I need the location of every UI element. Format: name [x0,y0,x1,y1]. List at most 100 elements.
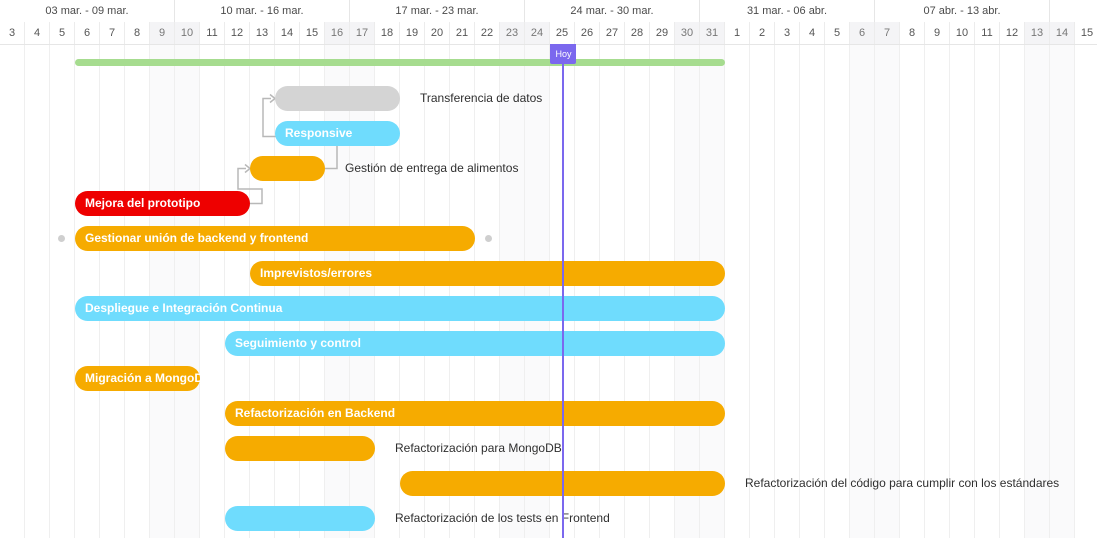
day-label: 18 [375,22,400,44]
grid-column [800,44,825,538]
day-label: 3 [0,22,25,44]
task-label[interactable]: Migración a MongoDB [85,371,212,385]
grid-column [325,44,350,538]
task-label[interactable]: Imprevistos/errores [260,266,373,280]
day-label: 16 [325,22,350,44]
grid-column [125,44,150,538]
grid-column [175,44,200,538]
grid-column [350,44,375,538]
task-bar[interactable]: Gestionar unión de backend y frontend [75,226,475,251]
grid-column [450,44,475,538]
week-label: 07 abr. - 13 abr. [875,0,1050,22]
grid-column [375,44,400,538]
grid-column [100,44,125,538]
task-label: Gestión de entrega de alimentos [345,161,519,175]
task-bar[interactable] [225,506,375,531]
task-label: Refactorización de los tests en Frontend [395,511,610,525]
day-label: 17 [350,22,375,44]
week-label: 17 mar. - 23 mar. [350,0,525,22]
grid-column [25,44,50,538]
today-badge[interactable]: Hoy [549,44,576,64]
task-label[interactable]: Despliegue e Integración Continua [85,301,283,315]
day-label: 8 [125,22,150,44]
day-label: 2 [750,22,775,44]
grid-column [300,44,325,538]
day-label: 6 [850,22,875,44]
day-label: 1 [725,22,750,44]
grid-column [0,44,25,538]
grid-column [600,44,625,538]
task-bar[interactable]: Imprevistos/errores [250,261,725,286]
task-end-handle[interactable] [485,235,492,242]
task-bar[interactable]: Mejora del prototipo [75,191,250,216]
grid-column [875,44,900,538]
task-label[interactable]: Mejora del prototipo [85,196,201,210]
day-label: 6 [75,22,100,44]
day-label: 22 [475,22,500,44]
grid-column [550,44,575,538]
grid-column [425,44,450,538]
grid-column [75,44,100,538]
grid-column [825,44,850,538]
task-label[interactable]: Responsive [285,126,353,140]
grid-column [475,44,500,538]
week-header-row: 03 mar. - 09 mar.10 mar. - 16 mar.17 mar… [0,0,1097,23]
grid-column [675,44,700,538]
day-label: 31 [700,22,725,44]
grid-column [850,44,875,538]
grid-column [400,44,425,538]
project-span-bar[interactable] [75,59,725,66]
grid-column [1050,44,1075,538]
day-label: 9 [150,22,175,44]
task-start-handle[interactable] [58,235,65,242]
day-label: 5 [50,22,75,44]
day-label: 13 [250,22,275,44]
task-bar[interactable]: Seguimiento y control [225,331,725,356]
task-bar[interactable] [250,156,325,181]
day-label: 11 [200,22,225,44]
day-label: 3 [775,22,800,44]
task-bar[interactable]: Refactorización en Backend [225,401,725,426]
day-label: 14 [1050,22,1075,44]
day-label: 15 [1075,22,1097,44]
day-label: 30 [675,22,700,44]
day-label: 4 [25,22,50,44]
day-label: 11 [975,22,1000,44]
task-bar[interactable]: Migración a MongoDB [75,366,212,391]
week-label: 10 mar. - 16 mar. [175,0,350,22]
task-label: Refactorización del código para cumplir … [745,476,1060,490]
day-label: 23 [500,22,525,44]
grid-column [900,44,925,538]
task-label[interactable]: Seguimiento y control [235,336,362,350]
week-label: 31 mar. - 06 abr. [700,0,875,22]
day-label: 26 [575,22,600,44]
task-bar[interactable]: Responsive [275,121,400,146]
day-label: 7 [875,22,900,44]
day-label: 4 [800,22,825,44]
day-label: 24 [525,22,550,44]
day-label: 21 [450,22,475,44]
task-bar[interactable] [275,86,400,111]
task-bar[interactable]: Despliegue e Integración Continua [75,296,725,321]
day-label: 13 [1025,22,1050,44]
day-label: 10 [950,22,975,44]
day-label: 7 [100,22,125,44]
day-label: 29 [650,22,675,44]
grid-column [725,44,750,538]
day-label: 12 [1000,22,1025,44]
task-label[interactable]: Refactorización en Backend [235,406,396,420]
grid-column [200,44,225,538]
task-label: Transferencia de datos [420,91,543,105]
task-label: Refactorización para MongoDB [395,441,562,455]
grid-column [50,44,75,538]
grid-column [1075,44,1097,538]
grid-column [525,44,550,538]
task-label[interactable]: Gestionar unión de backend y frontend [85,231,309,245]
grid-column [1000,44,1025,538]
task-bar[interactable] [225,436,375,461]
grid-column [275,44,300,538]
grid-column [775,44,800,538]
grid-column [575,44,600,538]
